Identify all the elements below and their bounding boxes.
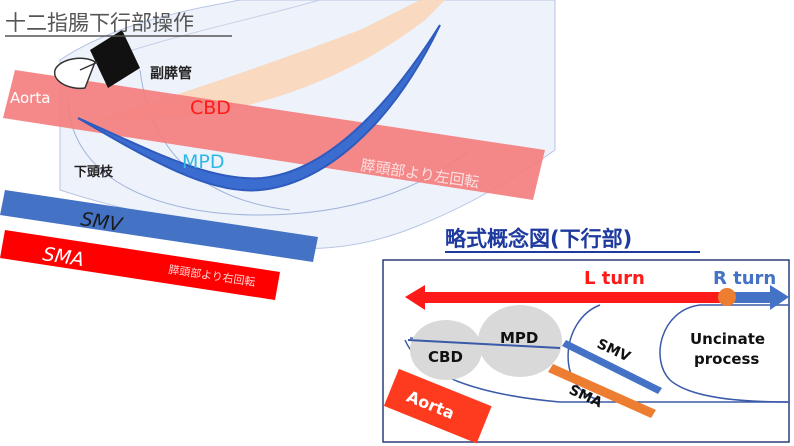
uncinate-outline bbox=[659, 304, 790, 403]
accessory-duct-label: 副膵管 bbox=[150, 65, 192, 82]
schematic-cbd-label: CBD bbox=[428, 348, 463, 366]
schematic-title: 略式概念図(下行部) bbox=[445, 227, 632, 251]
smv-band bbox=[0, 190, 318, 262]
pancreas-outline bbox=[67, 99, 471, 216]
oval-duct bbox=[407, 339, 561, 349]
uncinate-label-line2: process bbox=[694, 350, 759, 368]
r-turn-label: R turn bbox=[713, 268, 776, 289]
schematic-smv-bar bbox=[562, 340, 662, 394]
endoscope-icon bbox=[54, 30, 140, 90]
middle-lobe-outline bbox=[567, 304, 601, 401]
page-title: 十二指腸下行部操作 bbox=[5, 11, 194, 35]
schematic: 略式概念図(下行部) CBD MPD L turn R turn SMV SMA… bbox=[382, 227, 790, 444]
mpd-label: MPD bbox=[182, 151, 224, 173]
aorta-label: Aorta bbox=[10, 89, 50, 107]
uncinate-label-line1: Uncinate bbox=[690, 330, 765, 348]
anatomy-illustration: 十二指腸下行部操作 副膵管 Aorta CBD MPD 下頭枝 膵頭部より左回転… bbox=[0, 0, 556, 300]
l-turn-arrow bbox=[405, 285, 720, 310]
aorta-band bbox=[3, 70, 545, 200]
sma-label: SMA bbox=[41, 243, 85, 271]
turn-arrow bbox=[405, 285, 789, 310]
mpd-oval bbox=[478, 305, 562, 377]
r-turn-arrow bbox=[720, 285, 789, 310]
turn-pivot-dot bbox=[718, 288, 736, 306]
lower-branch-label: 下頭枝 bbox=[74, 164, 114, 180]
schematic-mpd-label: MPD bbox=[500, 329, 538, 347]
l-turn-label: L turn bbox=[584, 268, 645, 289]
schematic-aorta-box: Aorta bbox=[383, 368, 492, 444]
cbd-label: CBD bbox=[190, 97, 231, 119]
mpd-duct bbox=[77, 24, 441, 192]
schematic-sma-bar bbox=[548, 364, 656, 418]
cbd-duct bbox=[95, 0, 445, 120]
sma-band bbox=[0, 230, 280, 300]
cbd-oval bbox=[410, 320, 482, 380]
